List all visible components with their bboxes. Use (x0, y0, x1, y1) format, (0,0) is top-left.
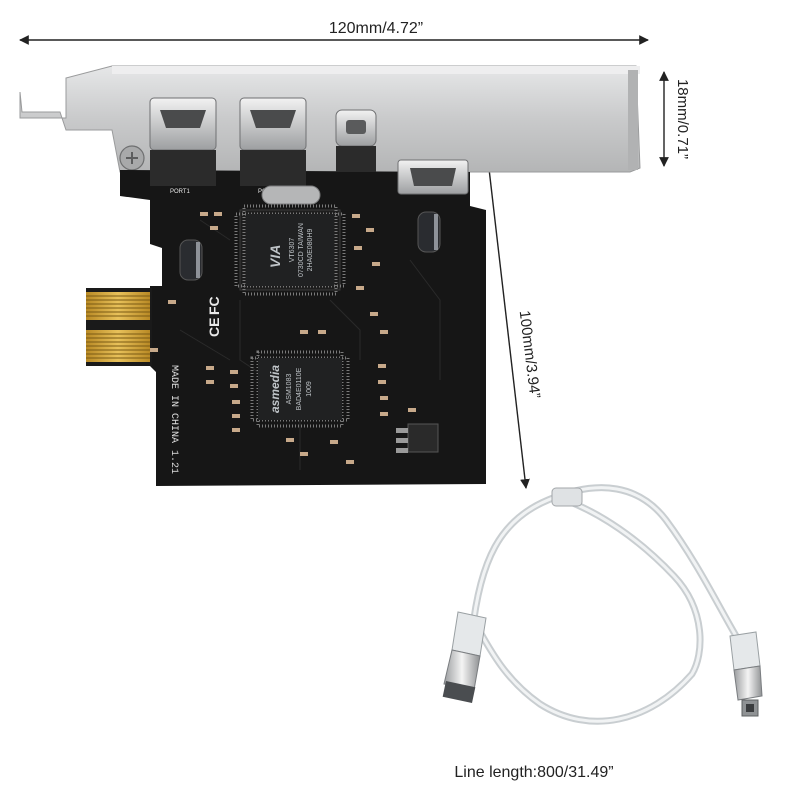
asmedia-line1: ASM1083 (286, 374, 293, 405)
ce-mark: CE (206, 318, 222, 337)
asmedia-chip: asmedia ASM1083 BAD4E0110E 1009 (250, 350, 350, 428)
regulator (396, 423, 439, 453)
via-line1: VT6307 (289, 238, 296, 263)
asmedia-line2: BAD4E0110E (296, 367, 303, 410)
capacitor-left (179, 239, 203, 281)
capacitor-right (417, 211, 441, 253)
bracket-label: 18mm/0.71” (674, 79, 691, 159)
via-line3: 2HA0E080H9 (307, 228, 314, 271)
via-brand: VIA (267, 245, 283, 268)
width-dimension: 120mm/4.72” (19, 20, 649, 45)
metal-bracket (19, 65, 641, 173)
firewire-port-2: PORT2 (239, 97, 307, 195)
fcc-mark: FC (206, 296, 222, 315)
crystal-oscillator (261, 185, 321, 205)
bracket-dimension: 18mm/0.71” (659, 71, 691, 167)
version-mark: 1.21 (168, 450, 179, 474)
cable-plug-6pin (442, 611, 487, 703)
pcb-board (86, 170, 486, 486)
asmedia-line3: 1009 (306, 381, 313, 397)
via-chip: VIA VT6307 0730CD TAIWAN 2HA0E080H9 (234, 204, 346, 296)
cable-length-label: Line length:800/31.49” (454, 764, 613, 781)
firewire-cable (468, 484, 746, 725)
gold-contacts (86, 292, 150, 362)
firewire-port-small (335, 109, 377, 172)
firewire-port-1: PORT1 (149, 97, 217, 195)
asmedia-brand: asmedia (268, 365, 282, 413)
port1-label: PORT1 (170, 189, 191, 195)
smd-components (150, 212, 416, 464)
firewire-port-internal (397, 159, 469, 195)
via-line2: 0730CD TAIWAN (298, 223, 305, 277)
made-in-china: MADE IN CHINA (168, 365, 179, 443)
cable-plug-4pin (729, 631, 763, 717)
width-label: 120mm/4.72” (329, 20, 423, 37)
height-label: 100mm/3.94” (516, 310, 544, 400)
height-dimension: 100mm/3.94” (484, 159, 544, 489)
